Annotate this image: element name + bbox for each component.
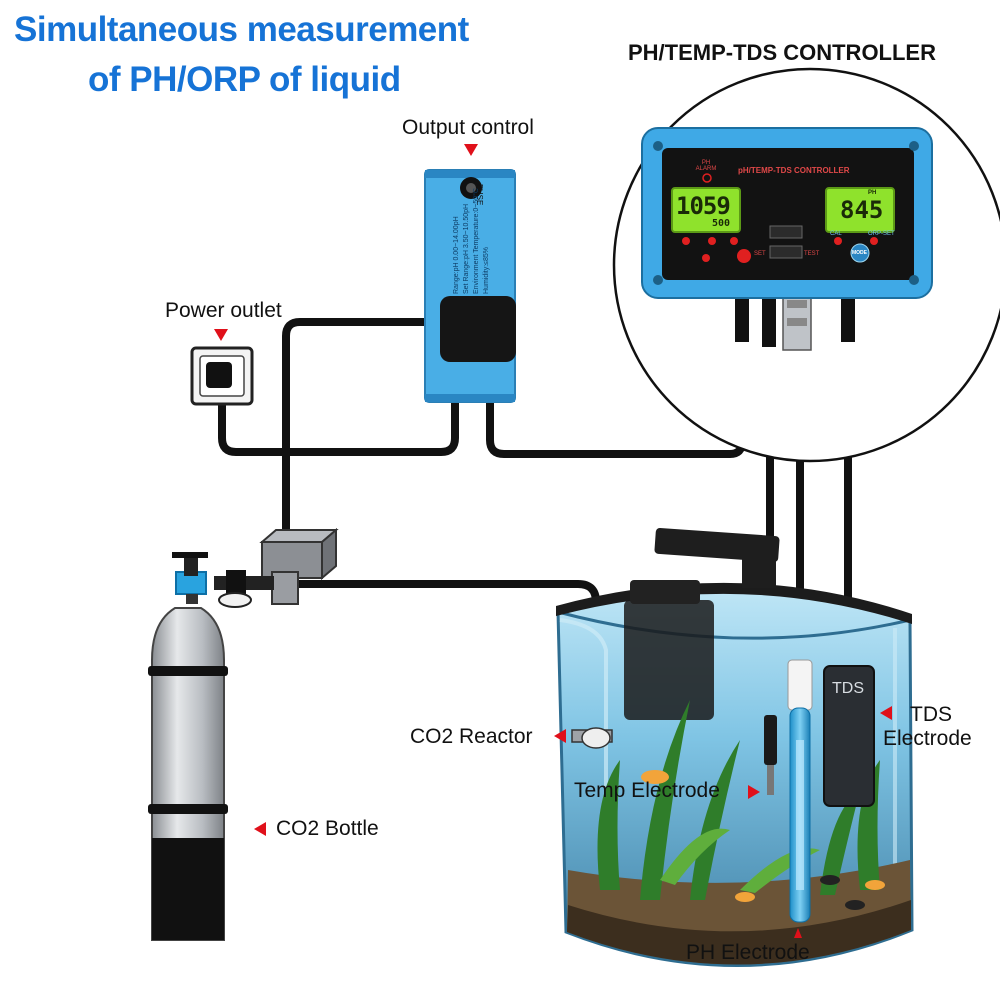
controller-alarm-label: PH ALARM xyxy=(695,160,717,172)
output-box-specs: Range:pH 0.00~14.00pH Set Range:pH 3.50~… xyxy=(452,184,492,294)
solenoid-valve xyxy=(259,527,339,605)
label-co2-reactor: CO2 Reactor xyxy=(410,725,533,748)
co2-reactor-arrow xyxy=(554,729,566,743)
right-display-main: 845 xyxy=(840,196,884,224)
label-ph-electrode: PH Electrode xyxy=(686,941,810,964)
controller-title: PH/TEMP-TDS CONTROLLER xyxy=(628,40,936,65)
right-display-tag: PH xyxy=(868,190,877,196)
button-label-mode: MODE xyxy=(852,250,867,256)
output-control-box xyxy=(424,169,516,403)
tds-electrode-probe xyxy=(823,665,875,807)
button-label-orp-set: ORP-SET xyxy=(868,231,895,237)
spec-line: Set Range:pH 3.50~10.50pH xyxy=(463,203,470,294)
button-label-set: SET xyxy=(754,251,766,257)
controller-device xyxy=(641,127,933,351)
left-display-sub: 500 xyxy=(712,218,731,229)
headline-line2: of PH/ORP of liquid xyxy=(88,60,401,99)
label-power-outlet: Power outlet xyxy=(165,299,282,322)
temp-electrode-arrow xyxy=(748,785,760,799)
tds-electrode-arrow xyxy=(880,706,892,720)
power-outlet xyxy=(190,346,254,406)
label-output-control: Output control xyxy=(402,116,534,139)
temp-electrode-probe xyxy=(764,715,777,795)
tds-probe-text: TDS xyxy=(832,680,864,697)
spec-line: Environment Temperature:0~50°C xyxy=(473,188,480,294)
label-tds-electrode-line2: Electrode xyxy=(883,727,972,750)
label-temp-electrode: Temp Electrode xyxy=(574,779,720,802)
left-display-main: 1059 xyxy=(676,192,731,220)
power-outlet-arrow xyxy=(214,329,228,341)
spec-line: Humidity:≤85% xyxy=(483,246,490,294)
co2-regulator xyxy=(172,552,274,608)
button-label-test: TEST xyxy=(804,251,820,257)
co2-bottle-arrow xyxy=(254,822,266,836)
co2-bottle xyxy=(148,607,228,941)
spec-line: Range:pH 0.00~14.00pH xyxy=(453,216,460,294)
label-co2-bottle: CO2 Bottle xyxy=(276,817,379,840)
label-tds-electrode-line1: TDS xyxy=(910,703,952,726)
output-control-arrow xyxy=(464,144,478,156)
button-label-cal: CAL xyxy=(830,231,842,237)
headline-line1: Simultaneous measurement xyxy=(14,10,469,49)
controller-panel-label: pH/TEMP-TDS CONTROLLER xyxy=(738,166,850,175)
ph-electrode-arrow xyxy=(794,928,802,938)
co2-reactor xyxy=(571,727,613,749)
ph-electrode-probe xyxy=(787,659,813,923)
